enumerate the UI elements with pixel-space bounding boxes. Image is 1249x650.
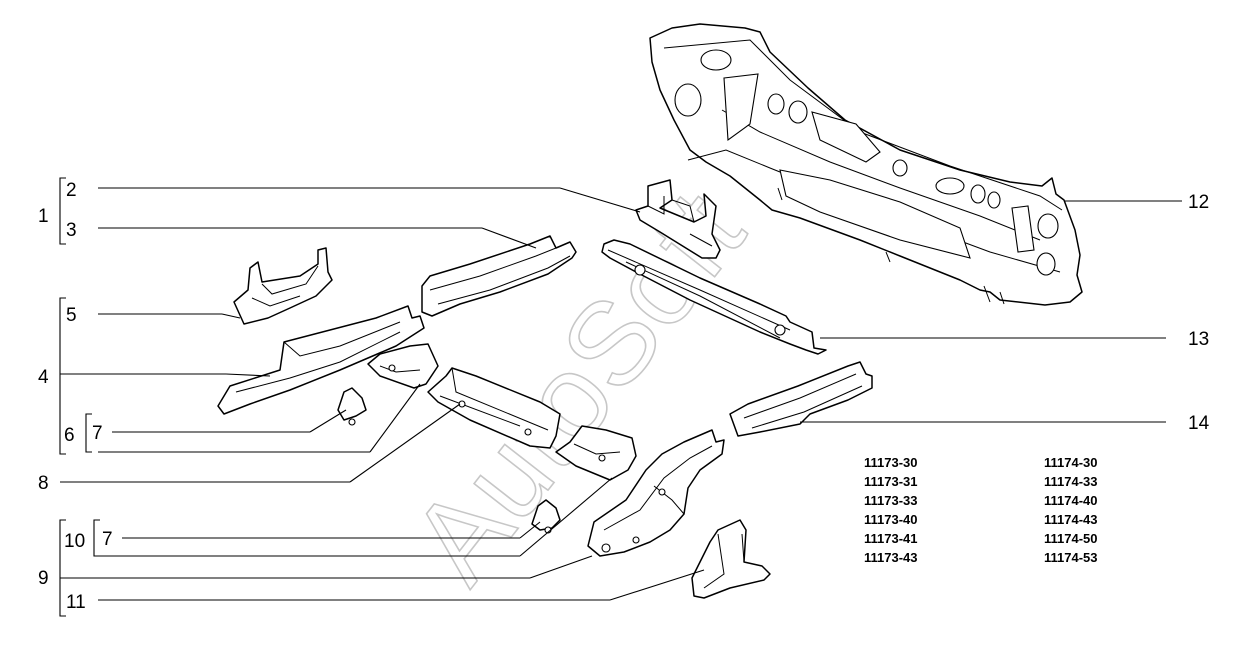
- label-14: 14: [1188, 413, 1210, 434]
- label-13: 13: [1188, 329, 1209, 350]
- leader-lines: [60, 187, 1182, 601]
- code-left-4: 11173-40: [864, 512, 918, 527]
- part-9-floor-member: [587, 429, 725, 557]
- part-10-plate: [555, 425, 637, 481]
- grouping-brackets: [59, 177, 100, 617]
- code-right-2: 11174-33: [1044, 474, 1098, 489]
- label-11: 11: [66, 592, 86, 613]
- label-9: 9: [38, 568, 49, 589]
- part-11-bracket: [691, 519, 771, 599]
- code-right-1: 11174-30: [1044, 455, 1098, 470]
- part-7a-bracket: [337, 387, 367, 426]
- part-5-bracket: [233, 247, 333, 325]
- label-1: 1: [38, 206, 49, 227]
- part-12-rear-panel: [649, 23, 1083, 306]
- code-left-1: 11173-30: [864, 455, 918, 470]
- code-left-2: 11173-31: [864, 474, 918, 489]
- part-6-plate: [367, 343, 439, 389]
- label-7a: 7: [92, 423, 103, 444]
- code-left-6: 11173-43: [864, 550, 918, 565]
- part-8-channel: [427, 367, 561, 449]
- part-13-cross-member: [601, 239, 827, 355]
- code-left-3: 11173-33: [864, 493, 918, 508]
- code-left-5: 11173-41: [864, 531, 918, 546]
- code-right-3: 11174-40: [1044, 493, 1098, 508]
- label-3: 3: [66, 220, 77, 241]
- label-8: 8: [38, 473, 49, 494]
- code-right-6: 11174-53: [1044, 550, 1098, 565]
- label-6: 6: [64, 425, 75, 446]
- part-2-bracket: [635, 179, 721, 259]
- label-2: 2: [66, 180, 77, 201]
- code-right-4: 11174-43: [1044, 512, 1098, 527]
- label-7b: 7: [102, 529, 113, 550]
- label-10: 10: [64, 531, 85, 552]
- part-4-member: [217, 305, 425, 415]
- part-3-rail: [421, 235, 577, 317]
- part-14-rail: [729, 361, 873, 437]
- label-5: 5: [66, 305, 77, 326]
- label-12: 12: [1188, 192, 1209, 213]
- code-right-5: 11174-50: [1044, 531, 1098, 546]
- model-codes: 11173-30 11173-31 11173-33 11173-40 1117…: [864, 455, 1098, 565]
- callout-labels: 1 2 3 4 5 6 7 8 9 10 7 11 12 13 14: [38, 180, 1210, 613]
- label-4: 4: [38, 367, 49, 388]
